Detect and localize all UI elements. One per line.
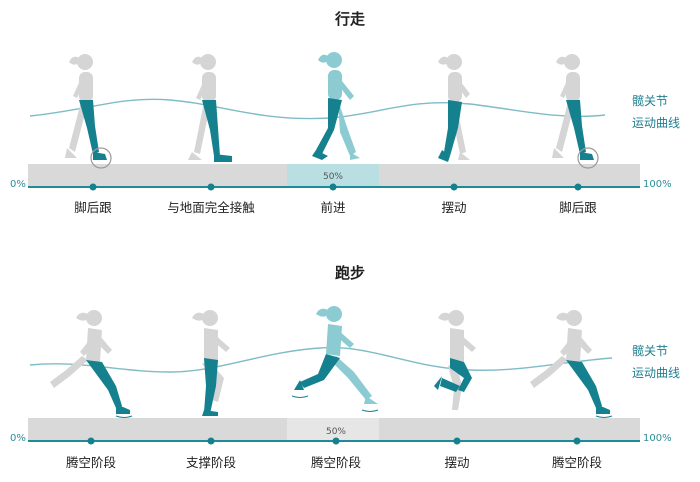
running-tick-3 [332, 437, 340, 445]
running-ground-highlight [287, 418, 379, 440]
walking-end-label: 100% [643, 179, 672, 190]
walking-figure-1 [65, 54, 112, 169]
walking-phase-label: 摆动 [441, 200, 467, 215]
running-phase-label: 支撑阶段 [185, 455, 236, 470]
running-figure-3 [291, 306, 379, 412]
walking-ground-highlight [287, 164, 379, 186]
walking-curve-label-line2: 运动曲线 [632, 116, 681, 130]
running-curve-label-line2: 运动曲线 [632, 366, 681, 380]
walking-figure-4 [438, 54, 470, 162]
walking-mid-label: 50% [322, 172, 343, 182]
walking-tick-2 [207, 183, 215, 191]
running-phase-label: 摆动 [444, 455, 470, 470]
walking-figure-3 [312, 52, 360, 160]
running-phase-label: 腾空阶段 [310, 455, 361, 470]
running-tick-1 [87, 437, 95, 445]
running-mid-label: 50% [325, 427, 346, 437]
running-end-label: 100% [643, 433, 672, 444]
walking-phase-label: 前进 [320, 200, 346, 215]
walking-phase-label: 与地面完全接触 [167, 200, 255, 215]
walking-phase-label: 脚后跟 [74, 200, 112, 215]
walking-tick-1 [89, 183, 97, 191]
walking-curve-label: 髋关节 运动曲线 [632, 90, 680, 134]
walking-figure-2 [188, 54, 232, 162]
walking-curve-label-line1: 髋关节 [632, 94, 669, 108]
running-hip-curve [29, 346, 613, 373]
walking-figure-5 [552, 54, 599, 169]
running-tick-2 [207, 437, 215, 445]
walking-title: 行走 [334, 10, 365, 28]
running-curve-label-line1: 髋关节 [632, 344, 669, 358]
running-tick-5 [573, 437, 581, 445]
walking-tick-4 [450, 183, 458, 191]
running-phase-label: 腾空阶段 [551, 455, 602, 470]
running-start-label: 0% [10, 433, 26, 444]
running-figure-4 [434, 310, 476, 410]
walking-tick-3 [329, 183, 337, 191]
walking-phase-label: 脚后跟 [559, 200, 597, 215]
running-phase-label: 腾空阶段 [65, 455, 116, 470]
running-title: 跑步 [334, 264, 365, 282]
running-figure-5 [530, 310, 613, 418]
running-figure-1 [50, 310, 133, 418]
walking-tick-5 [574, 183, 582, 191]
running-curve-label: 髋关节 运动曲线 [632, 340, 680, 384]
walking-start-label: 0% [10, 179, 26, 190]
running-tick-4 [453, 437, 461, 445]
running-figure-2 [192, 310, 230, 416]
